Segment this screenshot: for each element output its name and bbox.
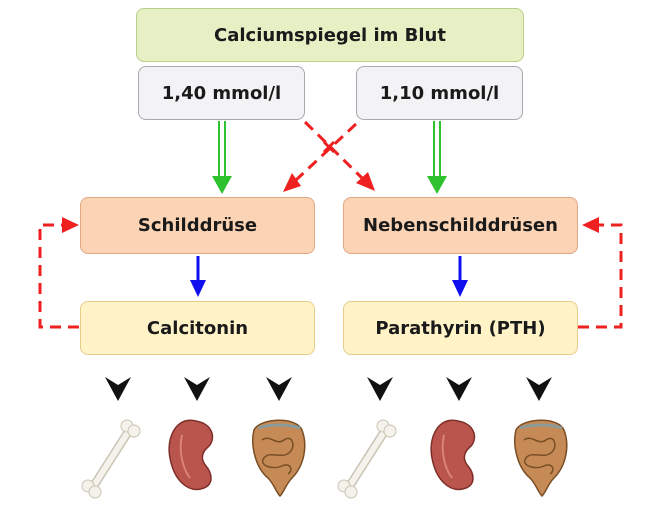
hormone-label-left: Calcitonin <box>146 317 249 339</box>
feedback-loop-left <box>38 217 79 329</box>
intestine-icon <box>514 419 568 498</box>
stimulation-arrow-right <box>427 121 447 194</box>
target-chevron-3 <box>266 377 292 401</box>
gland-label-left: Schilddrüse <box>137 215 258 236</box>
feedback-loop-right <box>578 217 623 329</box>
title-label: Calciumspiegel im Blut <box>214 24 446 46</box>
level-label-high: 1,40 mmol/l <box>161 82 282 104</box>
target-chevron-2 <box>184 377 210 401</box>
target-chevron-4 <box>367 377 393 401</box>
stimulation-arrow-left <box>212 121 232 194</box>
level-box-high: 1,40 mmol/l <box>138 66 305 120</box>
level-label-low: 1,10 mmol/l <box>379 82 500 104</box>
hormone-label-right: Parathyrin (PTH) <box>375 317 546 339</box>
target-chevron-1 <box>105 377 131 401</box>
secretion-arrow-right <box>452 256 468 297</box>
title-box: Calciumspiegel im Blut <box>136 8 524 62</box>
target-chevron-6 <box>526 377 552 401</box>
secretion-arrow-left <box>190 256 206 297</box>
intestine-icon <box>252 419 306 498</box>
inhibition-cross <box>283 120 375 192</box>
bone-icon <box>337 419 397 499</box>
kidney-icon <box>430 419 476 491</box>
level-box-low: 1,10 mmol/l <box>356 66 523 120</box>
gland-box-left: Schilddrüse <box>80 197 315 254</box>
kidney-icon <box>168 419 214 491</box>
hormone-box-right: Parathyrin (PTH) <box>343 301 578 355</box>
target-chevron-5 <box>446 377 472 401</box>
gland-box-right: Nebenschilddrüsen <box>343 197 578 254</box>
gland-label-right: Nebenschilddrüsen <box>363 215 558 236</box>
hormone-box-left: Calcitonin <box>80 301 315 355</box>
bone-icon <box>81 419 141 499</box>
